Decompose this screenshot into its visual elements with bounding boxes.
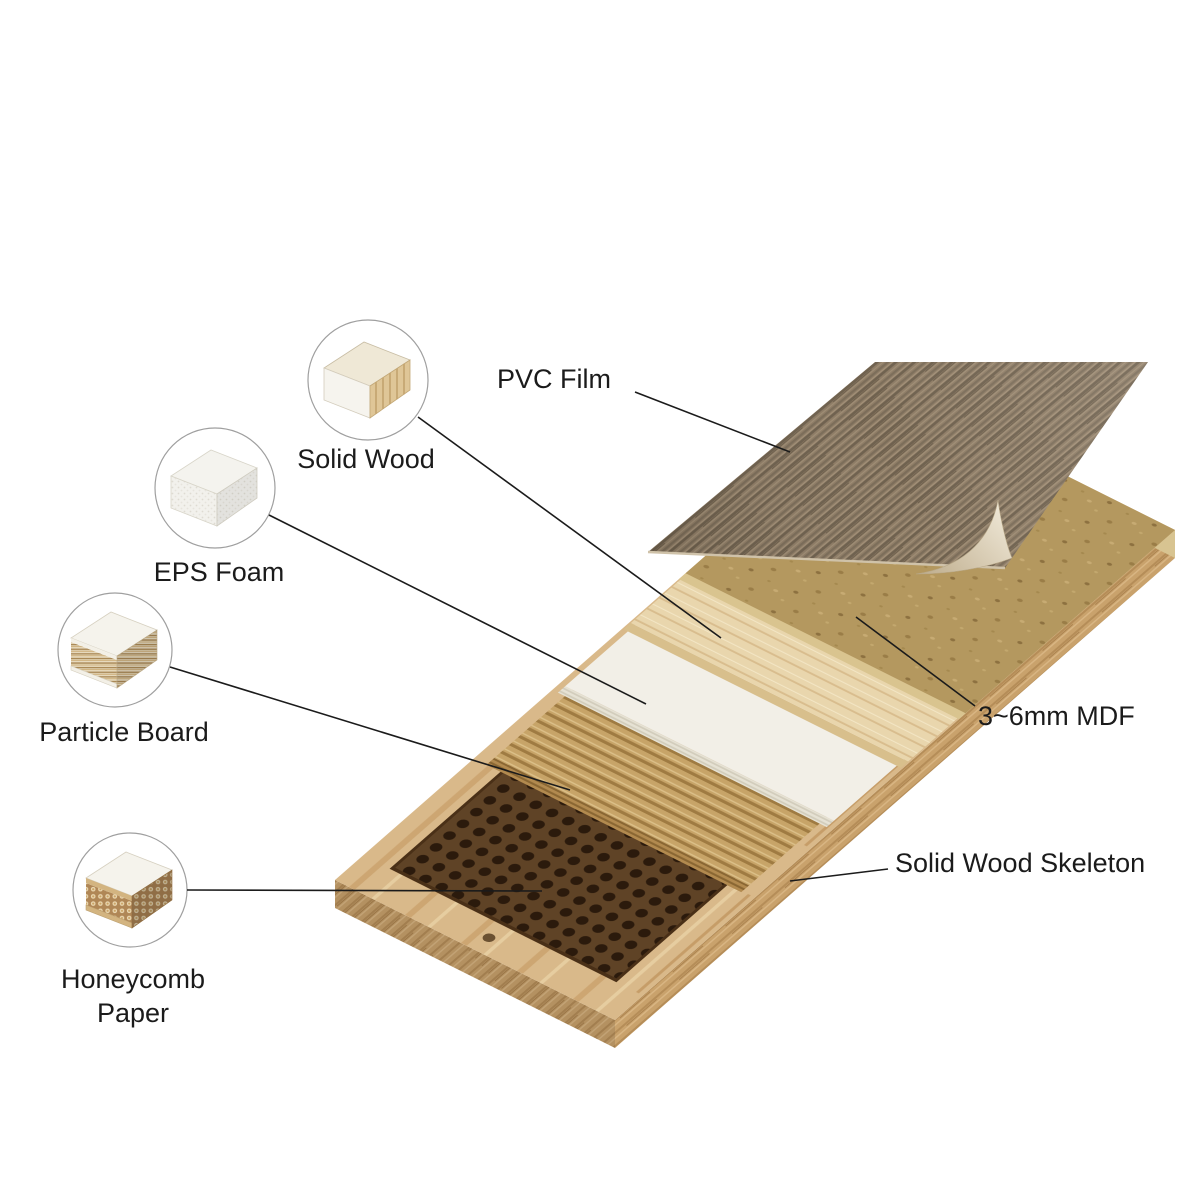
- panel-left-end-face: [335, 880, 615, 1048]
- leader-line-particle-board: [169, 666, 571, 791]
- leader-line-honeycomb-paper: [186, 889, 543, 892]
- eps-foam-inset-edge-shade: [216, 467, 258, 527]
- pvc-film-sheet: [647, 362, 1148, 575]
- honeycomb-paper-inset-edge-shade: [131, 869, 173, 929]
- solid-wood-inset-grain-lines: [375, 363, 405, 414]
- label-solid-wood-skeleton: Solid Wood Skeleton: [895, 848, 1145, 878]
- honeycomb-paper-inset: [72, 832, 188, 948]
- label-solid-wood: Solid Wood: [297, 444, 435, 474]
- pvc-film-bottom-edge: [647, 550, 1006, 570]
- label-honeycomb-paper-line2: Paper: [97, 998, 169, 1028]
- particle-board-inset: [57, 592, 173, 708]
- label-mdf: 3~6mm MDF: [978, 701, 1135, 731]
- label-honeycomb-paper-line1: Honeycomb: [61, 964, 205, 994]
- honeycomb-paper-inset-core: [86, 883, 132, 923]
- label-particle-board: Particle Board: [39, 717, 209, 747]
- eps-foam-inset: [154, 427, 276, 549]
- wood-knot: [482, 933, 496, 943]
- leader-line-mdf: [855, 616, 976, 707]
- honeycomb-paper-inset-band-top: [86, 878, 132, 901]
- panel: [335, 362, 1175, 1048]
- leader-line-solid-wood-skeleton: [789, 868, 889, 882]
- leader-line-pvc-film: [634, 391, 791, 453]
- pvc-film-sheen: [648, 362, 1148, 568]
- leader-line-eps-foam: [268, 514, 647, 705]
- particle-board-inset-core: [71, 642, 117, 684]
- pvc-film-curl: [915, 499, 1013, 575]
- solid-wood-layer-edge: [623, 622, 909, 768]
- particle-board-inset-edge-shade: [116, 629, 158, 689]
- honeycomb-paper-inset-edge: [132, 870, 172, 928]
- label-eps-foam: EPS Foam: [154, 557, 285, 587]
- solid-wood-inset: [307, 319, 429, 441]
- particle-board-inset-edge: [117, 630, 157, 688]
- mdf-layer-edge: [678, 573, 966, 720]
- panel-left-end-face-shade: [335, 880, 615, 1048]
- panel-front-side-face: [615, 530, 1175, 1048]
- label-pvc-film: PVC Film: [497, 364, 611, 394]
- eps-foam-layer-edge: [557, 686, 834, 828]
- particle-board-inset-face-strip-top: [71, 638, 117, 660]
- eps-foam-inset-edge: [217, 468, 257, 526]
- particle-board-layer-edge: [486, 757, 750, 893]
- leader-line-solid-wood: [417, 416, 722, 639]
